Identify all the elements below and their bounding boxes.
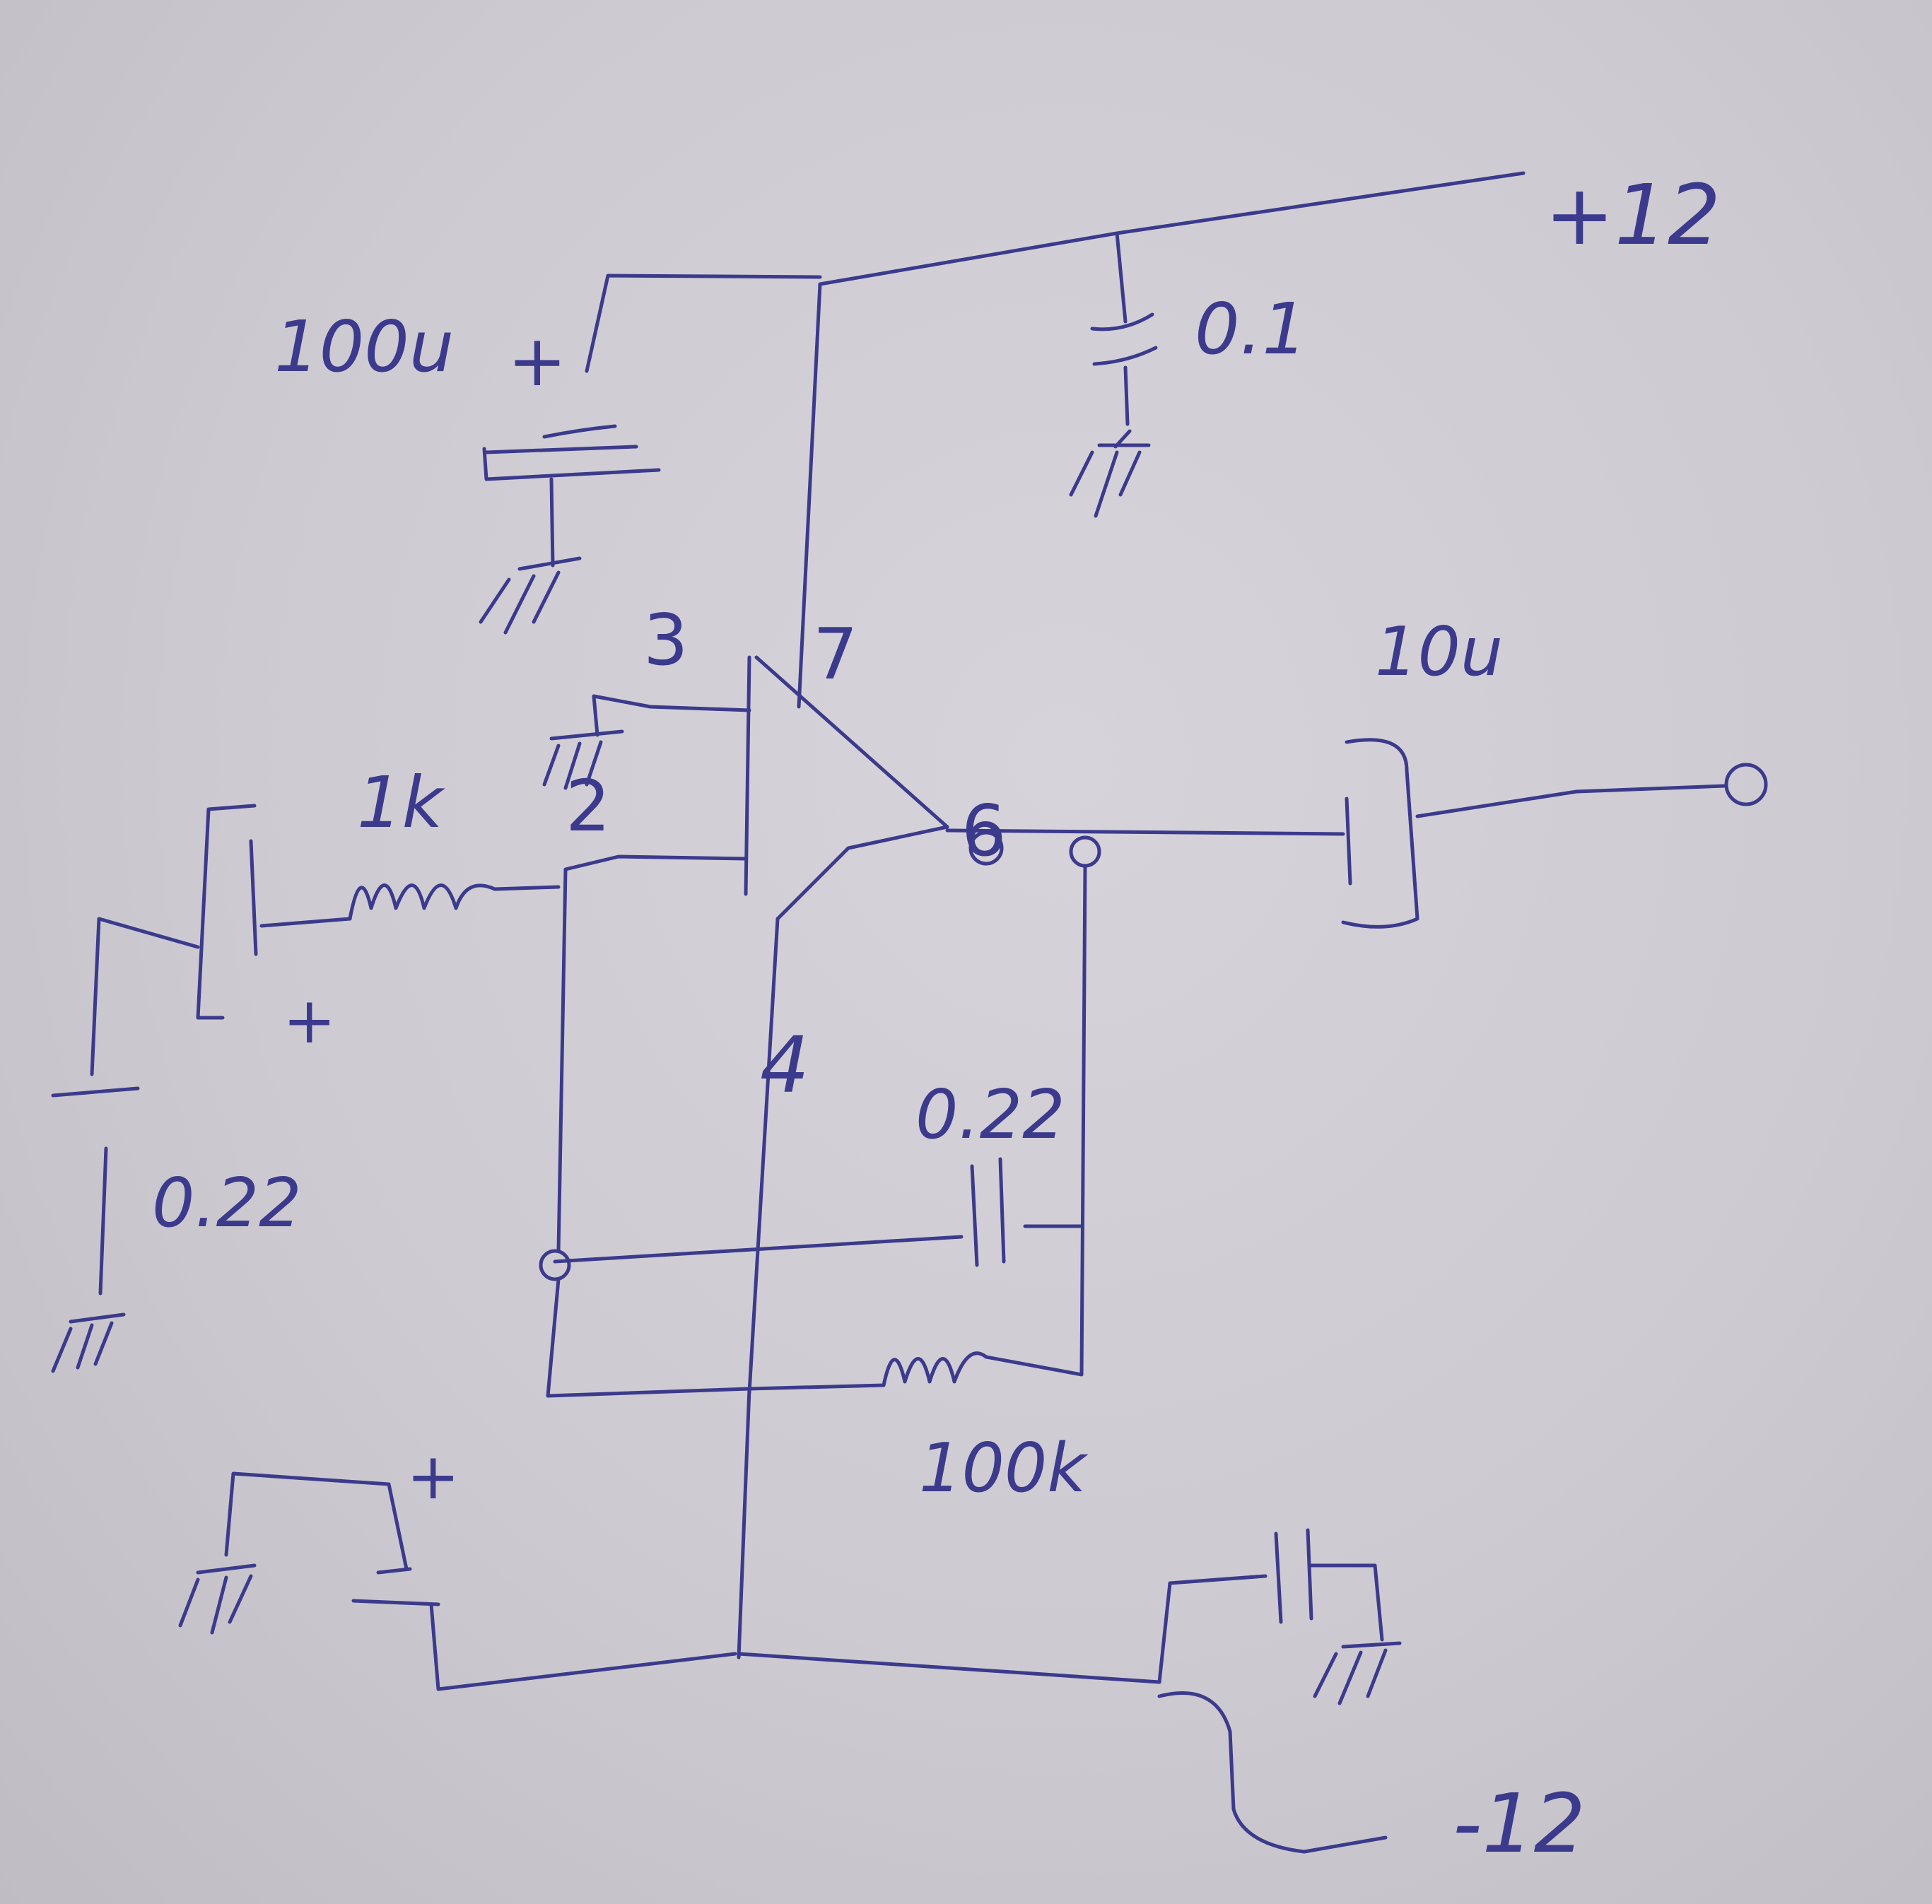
- ground-symbol-bypass: [1069, 429, 1151, 518]
- input-electrolytic-plus-sign: +: [283, 984, 336, 1058]
- input-capacitor-label: 0.22: [152, 1165, 302, 1242]
- negative-rail: [429, 917, 1388, 1854]
- feedback-capacitor-label: 0.22: [915, 1076, 1065, 1154]
- opamp-triangle: [744, 655, 949, 921]
- pin-3-label: 3: [643, 599, 689, 681]
- electrolytic-capacitor-label: 100u: [274, 305, 454, 388]
- negative-bypass-capacitor: [1274, 1528, 1402, 1705]
- negative-electrolytic: [224, 1471, 440, 1606]
- input-resistor-1k: [259, 883, 561, 928]
- feedback-capacitor-0.22: [970, 1157, 1006, 1267]
- feedback-resistor-100k: [747, 1351, 988, 1391]
- electrolytic-capacitor-100u: [482, 274, 822, 568]
- feedback-resistor-label: 100k: [919, 1430, 1089, 1508]
- output-capacitor-label: 10u: [1375, 613, 1503, 691]
- input-electrolytic: [90, 804, 258, 1076]
- positive-supply-label: +12: [1545, 166, 1721, 264]
- pin-7-label: 7: [813, 613, 858, 695]
- ground-symbol-negative-electrolytic: [178, 1563, 257, 1635]
- output-capacitor-10u: [1341, 738, 1768, 929]
- bypass-capacitor-label: 0.1: [1195, 288, 1307, 370]
- negative-electrolytic-plus-sign: +: [406, 1440, 459, 1514]
- ground-symbol-electrolytic: [479, 556, 582, 635]
- pin-3-ground: [542, 694, 751, 790]
- electrolytic-plus-sign: +: [508, 319, 567, 402]
- bypass-capacitor-0.1: [1090, 312, 1158, 426]
- v-plus-lead: [797, 282, 822, 709]
- negative-supply-label: -12: [1453, 1777, 1586, 1871]
- output-line: [945, 828, 1345, 868]
- input-capacitor-0.22: [51, 1086, 140, 1373]
- positive-rail: [818, 171, 1526, 324]
- pin-2-lead: [556, 854, 748, 1253]
- input-resistor-label: 1k: [357, 761, 446, 844]
